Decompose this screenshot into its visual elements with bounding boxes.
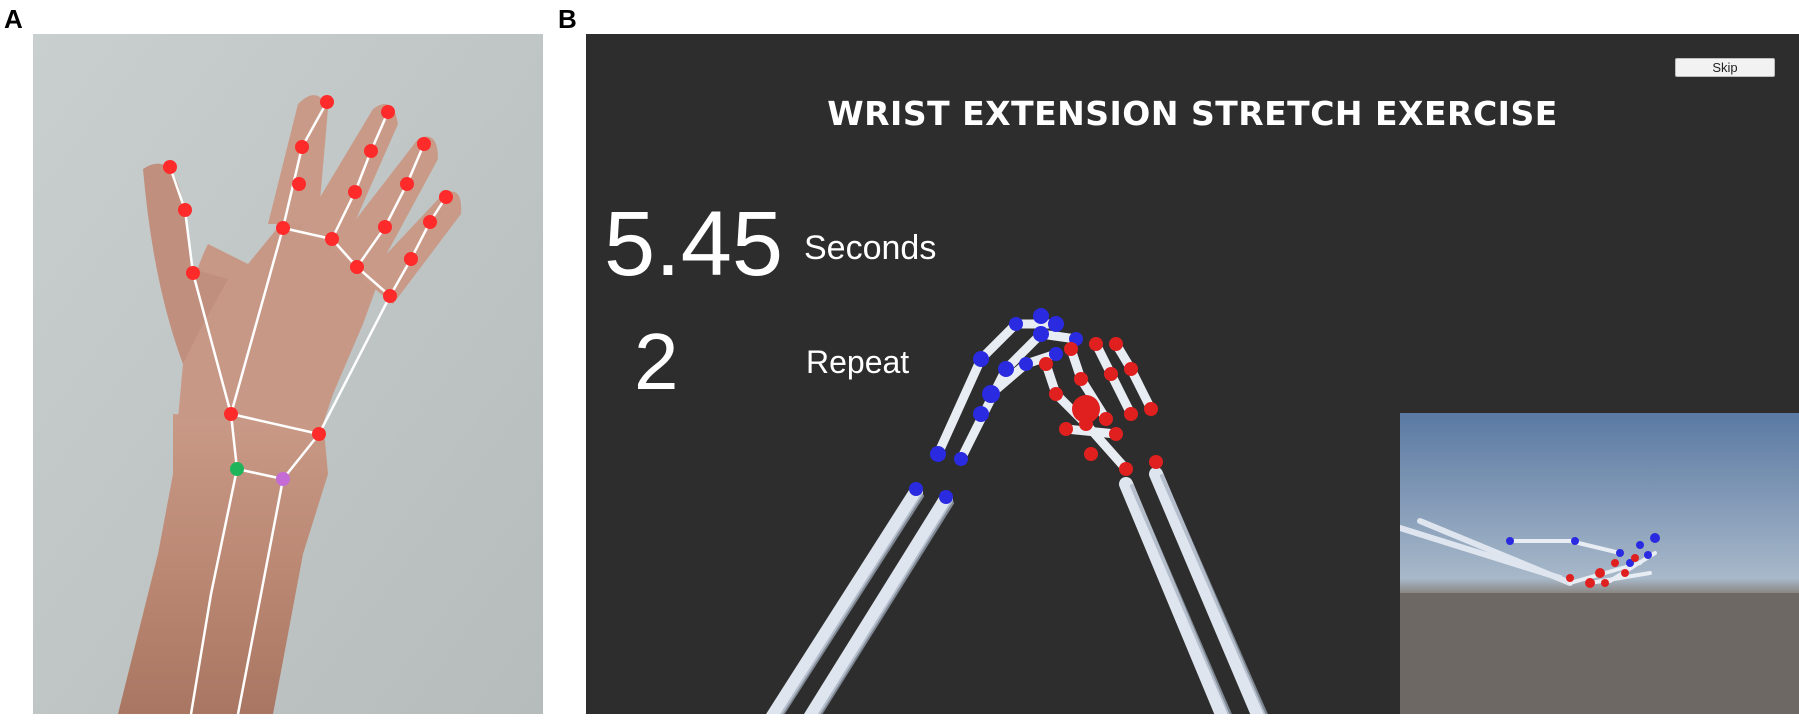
wrist-landmark-left (230, 462, 244, 476)
exercise-app-screen: Skip WRIST EXTENSION STRETCH EXERCISE 5.… (586, 34, 1799, 714)
side-view-inset (1400, 413, 1799, 714)
hand-tracking-photo (33, 34, 543, 714)
skip-button[interactable]: Skip (1675, 58, 1775, 77)
side-view-camera-icon (1400, 413, 1799, 714)
panel-label-b: B (558, 4, 577, 34)
virtual-hand-3d-icon (766, 308, 1268, 714)
exercise-title: WRIST EXTENSION STRETCH EXERCISE (827, 94, 1558, 133)
panel-label-a: A (4, 4, 23, 34)
repeat-label: Repeat (806, 344, 910, 380)
timer-unit-label: Seconds (804, 229, 937, 267)
hand-photo-icon (33, 34, 543, 714)
timer-value: 5.45 (604, 193, 784, 295)
wrist-landmark-right (276, 472, 290, 486)
repeat-count: 2 (634, 317, 679, 406)
